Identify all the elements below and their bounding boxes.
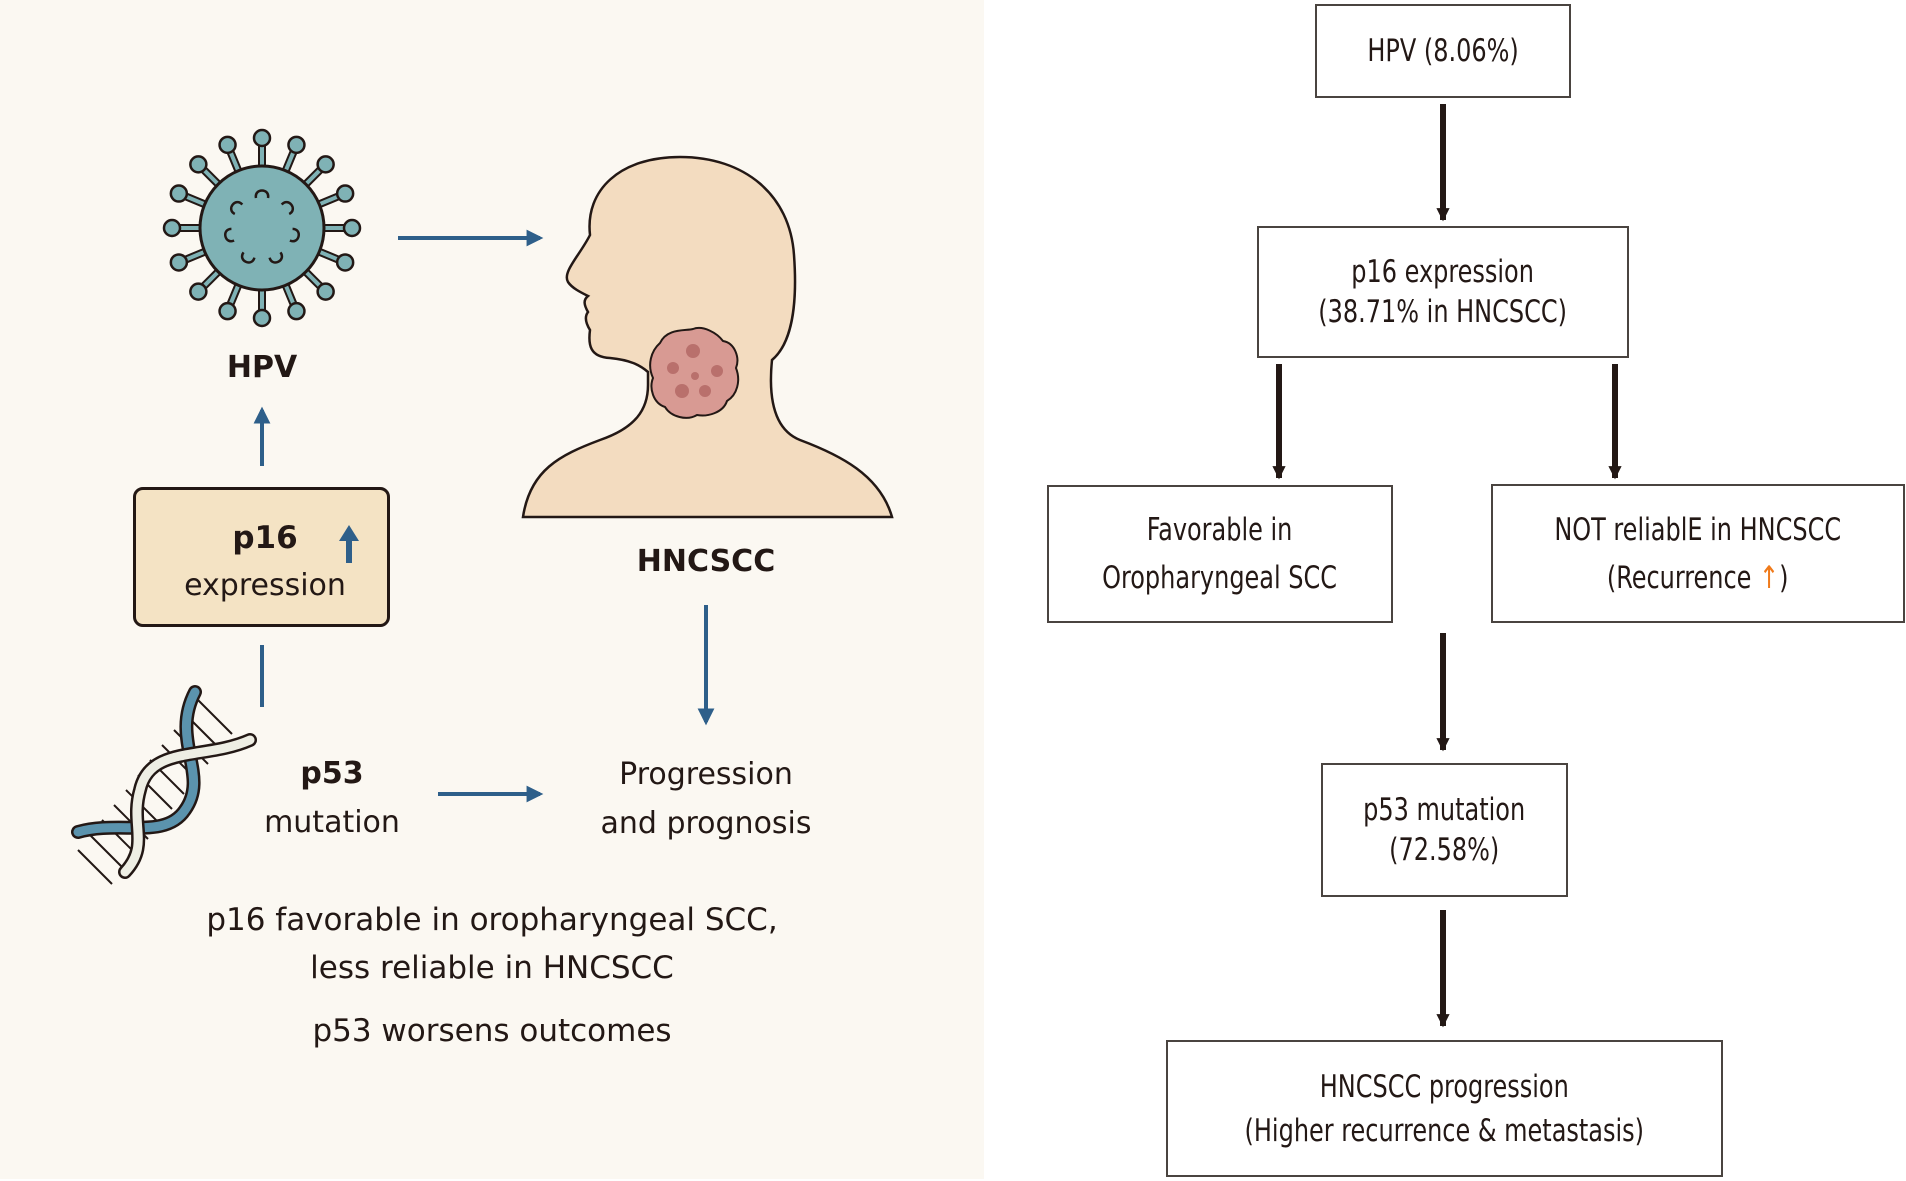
virus-icon [162,128,362,328]
flow-node-p16-line1: p16 expression [1351,254,1535,290]
p53-mutation-label: mutation [264,805,400,840]
virus-spike-tip [252,308,272,328]
flow-node-p53: p53 mutation (72.58%) [1321,763,1568,897]
increase-arrow-icon: ↑ [1759,559,1780,596]
caption-area: p16 favorable in oropharyngeal SCC, less… [206,902,778,1049]
hpv-label: HPV [226,350,298,385]
flow-node-not-reliable-line1: NOT reliablE in HNCSCC [1554,511,1842,548]
virus-receptor [289,227,300,243]
dna-helix-icon [71,685,257,885]
virus-receptor [240,251,256,264]
flow-node-progression-line1: HNCSCC progression [1319,1068,1570,1105]
virus-spike-tip [335,184,355,203]
p53-label: p53 [300,756,364,791]
tumor [649,327,740,419]
dna-rung [77,849,113,885]
flow-node-hpv-text: HPV (8.06%) [1367,33,1519,69]
virus-spike-tip [189,155,208,174]
head-with-tumor-icon [521,155,894,519]
flow-node-hpv: HPV (8.06%) [1315,4,1571,98]
virus-spike-tip [189,282,208,301]
flow-node-p16-line2: (38.71% in HNCSCC) [1318,294,1568,330]
virus-receptor [254,189,270,199]
virus-spike-tip [169,253,189,272]
virus-spike-tip [162,218,182,238]
dna-strand-white [120,735,255,877]
outcome-line2: and prognosis [600,806,812,841]
virus-spike-tip [316,155,335,174]
flow-node-favorable-line1: Favorable in [1147,512,1293,548]
dna-strand-blue [73,687,200,837]
virus-spike-tip [218,135,237,155]
flow-node-favorable: Favorable in Oropharyngeal SCC [1047,485,1393,623]
flow-node-favorable-line2: Oropharyngeal SCC [1102,560,1338,596]
virus-receptor [268,251,284,264]
flow-node-not-reliable-line2: (Recurrence ↑) [1555,554,1842,602]
close-paren: ) [1779,559,1789,596]
virus-spike-tip [335,253,355,272]
dna-rung [89,834,125,870]
virus-receptor [229,200,244,216]
virus-spike-tip [287,301,306,321]
flow-node-p53-line2: (72.58%) [1389,832,1500,868]
outcome-line1: Progression [619,757,793,792]
virus-receptor [280,200,295,216]
virus-spike-tip [218,301,237,321]
p16-box-subtitle: expression [184,568,346,603]
virus-spike-tip [316,282,335,301]
flow-node-p16: p16 expression (38.71% in HNCSCC) [1257,226,1629,358]
virus-body [198,164,326,292]
virus-spike-tip [342,218,362,238]
virus-receptor [224,227,235,243]
caption-line-3: p53 worsens outcomes [312,1013,672,1049]
flow-node-progression-line2: (Higher recurrence & metastasis) [1244,1112,1645,1149]
hncscc-label: HNCSCC [636,544,776,579]
flow-node-progression: HNCSCC progression (Higher recurrence & … [1166,1040,1723,1177]
virus-spike-tip [287,135,306,155]
p16-expression-box: p16 expression [133,487,390,627]
up-arrow-icon [339,525,359,563]
dna-rung [197,699,233,735]
recurrence-text: (Recurrence [1607,559,1760,596]
caption-line-1: p16 favorable in oropharyngeal SCC, [206,902,778,938]
flow-node-not-reliable: NOT reliablE in HNCSCC (Recurrence ↑) [1491,484,1905,623]
caption-line-2: less reliable in HNCSCC [310,950,674,986]
virus-spike-tip [252,128,272,148]
p16-box-title: p16 [232,520,298,556]
virus-spike-tip [169,184,189,203]
flow-node-p53-line1: p53 mutation [1363,792,1526,828]
